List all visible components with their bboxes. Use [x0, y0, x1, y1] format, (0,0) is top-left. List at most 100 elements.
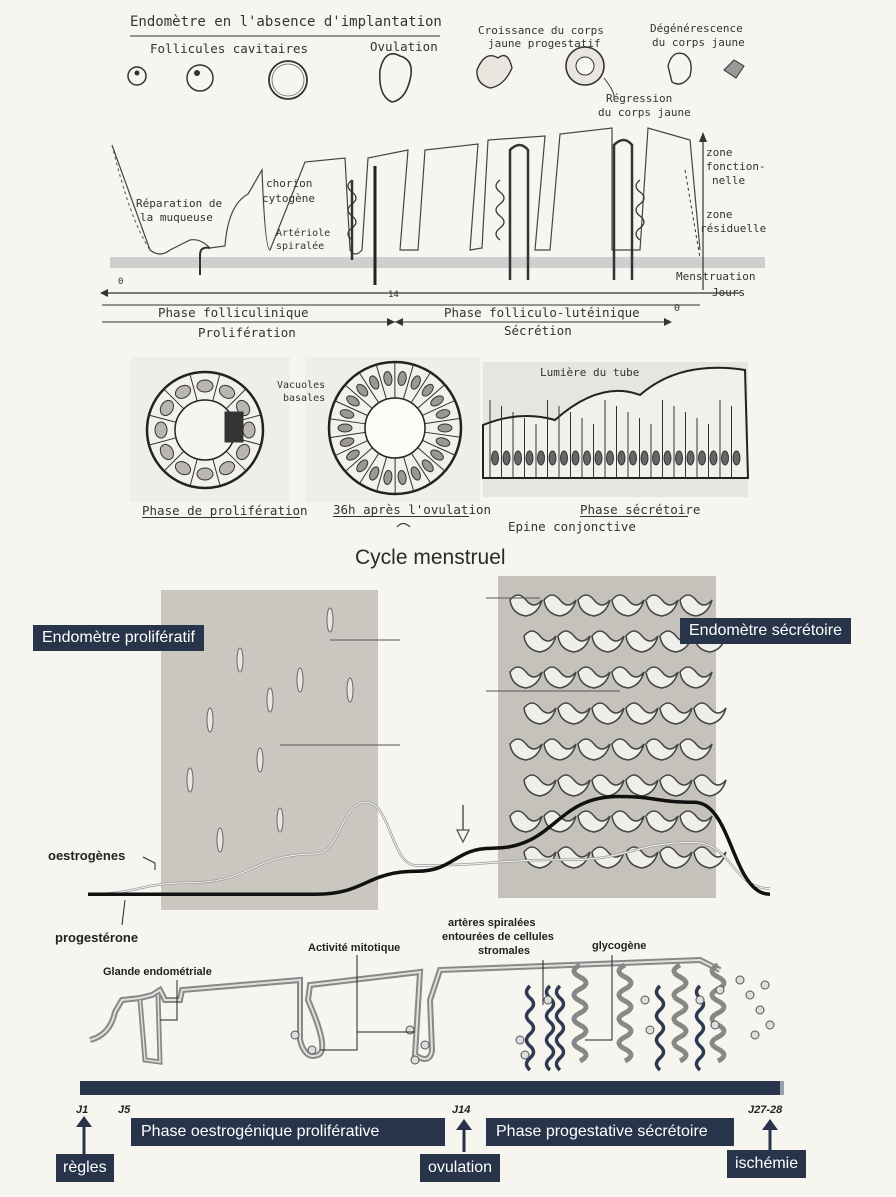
cell-wall [212, 373, 221, 402]
stromal-cell [755, 1005, 765, 1015]
cell-wall [410, 452, 432, 484]
secretory-gland [611, 594, 645, 617]
label-zone-resid-1: zone [706, 208, 733, 221]
caption-secretoire: Phase sécrétoire [580, 502, 701, 517]
nucleus [383, 371, 393, 386]
label-lumiere: Lumière du tube [540, 366, 640, 379]
nucleus [356, 383, 369, 397]
secretory-gland [693, 774, 727, 797]
proliferative-gland [206, 707, 214, 733]
secretory-gland [611, 738, 645, 761]
nucleus [236, 443, 251, 461]
nucleus [383, 470, 393, 485]
secretory-gland [577, 594, 611, 617]
nucleus [675, 450, 683, 466]
secretory-gland [523, 702, 557, 725]
label-ovulation-bottom: ovulation [420, 1154, 501, 1182]
corpus-albicans [723, 59, 745, 79]
nucleus [218, 461, 236, 476]
nucleus [339, 409, 355, 419]
label-glande: Glande endométriale [103, 966, 212, 978]
stromal-cell [515, 1035, 525, 1045]
nucleus [410, 375, 421, 390]
wavy-gland [709, 962, 727, 1064]
cell-wall [212, 458, 221, 487]
cycle-title: Cycle menstruel [355, 546, 506, 569]
nucleus [594, 450, 603, 466]
stromal-cell [405, 1025, 415, 1035]
cell-wall [424, 431, 461, 438]
top-title: Endomètre en l'absence d'implantation [130, 14, 442, 30]
nucleus [369, 375, 380, 390]
secretory-gland [625, 846, 659, 869]
secretory-gland [611, 810, 645, 833]
nucleus [435, 409, 451, 419]
cell-wall [189, 458, 198, 487]
secretory-gland [645, 666, 679, 689]
cell-wall [375, 364, 387, 400]
label-croissance-2: jaune progestatif [488, 37, 601, 50]
label-reparation-2: la muqueuse [140, 211, 213, 224]
secretory-gland [543, 738, 577, 761]
caption-36h: 36h après l'ovulation [333, 502, 492, 517]
secretory-gland [645, 594, 679, 617]
nucleus [410, 466, 421, 481]
secretory-gland [679, 594, 713, 617]
stromal-cell [645, 1025, 655, 1035]
progesterone-curve [87, 794, 771, 897]
day-mid: 14 [388, 290, 399, 300]
stromal-cell [410, 1055, 420, 1065]
cell-wall [417, 447, 446, 472]
wavy-gland [571, 962, 589, 1064]
secretory-gland [679, 666, 713, 689]
secretory-gland [645, 738, 679, 761]
nucleus [435, 437, 451, 447]
proliferative-gland [266, 687, 274, 713]
secretory-gland [659, 774, 693, 797]
wavy-gland [671, 962, 689, 1064]
secretory-gland [591, 774, 625, 797]
label-regles: règles [56, 1154, 114, 1182]
nucleus [663, 450, 672, 466]
nucleus [525, 450, 534, 466]
stromal-cell [290, 1030, 300, 1040]
stromal-cell [735, 975, 745, 985]
stromal-cell [307, 1045, 317, 1055]
nucleus [617, 450, 626, 466]
nucleus [430, 395, 444, 407]
label-jours: Jours [712, 286, 746, 299]
spiral-artery [524, 984, 536, 1072]
cell-wall [329, 431, 366, 439]
stromal-cell [750, 1030, 760, 1040]
nucleus [346, 395, 360, 407]
secretory-gland [509, 738, 543, 761]
regles-arrow [76, 1116, 92, 1127]
nucleus [721, 450, 729, 466]
mitotic-figure [224, 411, 244, 443]
secretory-gland [625, 702, 659, 725]
label-phase-progestative: Phase progestative sécrétoire [486, 1118, 734, 1146]
label-arteres-2: entourées de cellules [442, 931, 554, 943]
secretory-gland [659, 846, 693, 869]
proliferative-gland [216, 827, 224, 853]
nucleus [491, 450, 499, 466]
day-j14: J14 [452, 1104, 471, 1116]
corpus-luteum-growing [476, 54, 513, 89]
nucleus [337, 423, 353, 433]
nucleus [629, 450, 637, 466]
secretory-gland [523, 774, 557, 797]
secretory-gland [557, 846, 591, 869]
micrograph-secretory [498, 576, 716, 898]
nucleus [154, 421, 168, 439]
label-oestrogenes: oestrogènes [48, 848, 126, 863]
label-phase-oestrogenique: Phase oestrogénique proliférative [131, 1118, 445, 1146]
secretory-gland [523, 846, 557, 869]
cell-wall [359, 453, 380, 484]
secretory-gland [679, 810, 713, 833]
wavy-gland [616, 962, 634, 1064]
day-j1: J1 [76, 1104, 89, 1116]
nucleus [421, 459, 434, 473]
label-follicules: Follicules cavitaires [150, 41, 309, 56]
label-regression-1: Régression [606, 92, 673, 105]
nucleus [640, 450, 649, 466]
